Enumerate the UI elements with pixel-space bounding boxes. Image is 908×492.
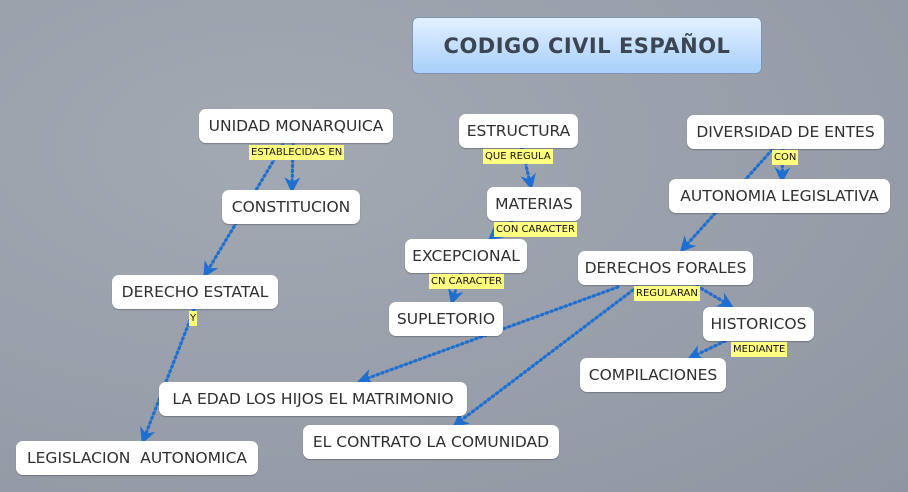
node-derechos-forales[interactable]: DERECHOS FORALES xyxy=(578,251,753,285)
link-label-establecidas-en: ESTABLECIDAS EN xyxy=(249,145,345,160)
node-supletorio[interactable]: SUPLETORIO xyxy=(389,302,503,336)
node-el-contrato-la-comunidad[interactable]: EL CONTRATO LA COMUNIDAD xyxy=(303,425,559,459)
node-autonomia-legislativa[interactable]: AUTONOMIA LEGISLATIVA xyxy=(669,179,890,213)
link-historicos-compilaciones xyxy=(687,339,727,360)
link-derecho-estatal-legislacion xyxy=(140,308,196,444)
node-materias[interactable]: MATERIAS xyxy=(487,187,581,221)
link-label-con: CON xyxy=(772,150,799,165)
map-title: CODIGO CIVIL ESPAÑOL xyxy=(412,17,762,74)
node-derecho-estatal[interactable]: DERECHO ESTATAL xyxy=(112,275,278,309)
link-derechos-forales-historicos xyxy=(695,284,734,308)
link-label-mediante: MEDIANTE xyxy=(731,342,788,357)
node-unidad-monarquica[interactable]: UNIDAD MONARQUICA xyxy=(199,109,393,143)
node-legislacion-autonomica[interactable]: LEGISLACION AUTONOMICA xyxy=(16,441,258,475)
link-label-que-regula: QUE REGULA xyxy=(483,149,553,164)
link-label-cn-caracter: CN CARACTER xyxy=(429,274,505,289)
node-historicos[interactable]: HISTORICOS xyxy=(703,307,814,341)
link-label-regularan: REGULARAN xyxy=(634,286,700,301)
node-compilaciones[interactable]: COMPILACIONES xyxy=(580,358,726,392)
node-excepcional[interactable]: EXCEPCIONAL xyxy=(405,239,527,273)
node-estructura[interactable]: ESTRUCTURA xyxy=(459,114,578,148)
node-constitucion[interactable]: CONSTITUCION xyxy=(222,190,360,224)
link-label-con-caracter: CON CARACTER xyxy=(494,222,577,237)
link-label-y: Y xyxy=(189,311,198,326)
node-la-edad-los-hijos-el-matrimonio[interactable]: LA EDAD LOS HIJOS EL MATRIMONIO xyxy=(159,382,467,416)
node-diversidad-de-entes[interactable]: DIVERSIDAD DE ENTES xyxy=(687,115,884,149)
